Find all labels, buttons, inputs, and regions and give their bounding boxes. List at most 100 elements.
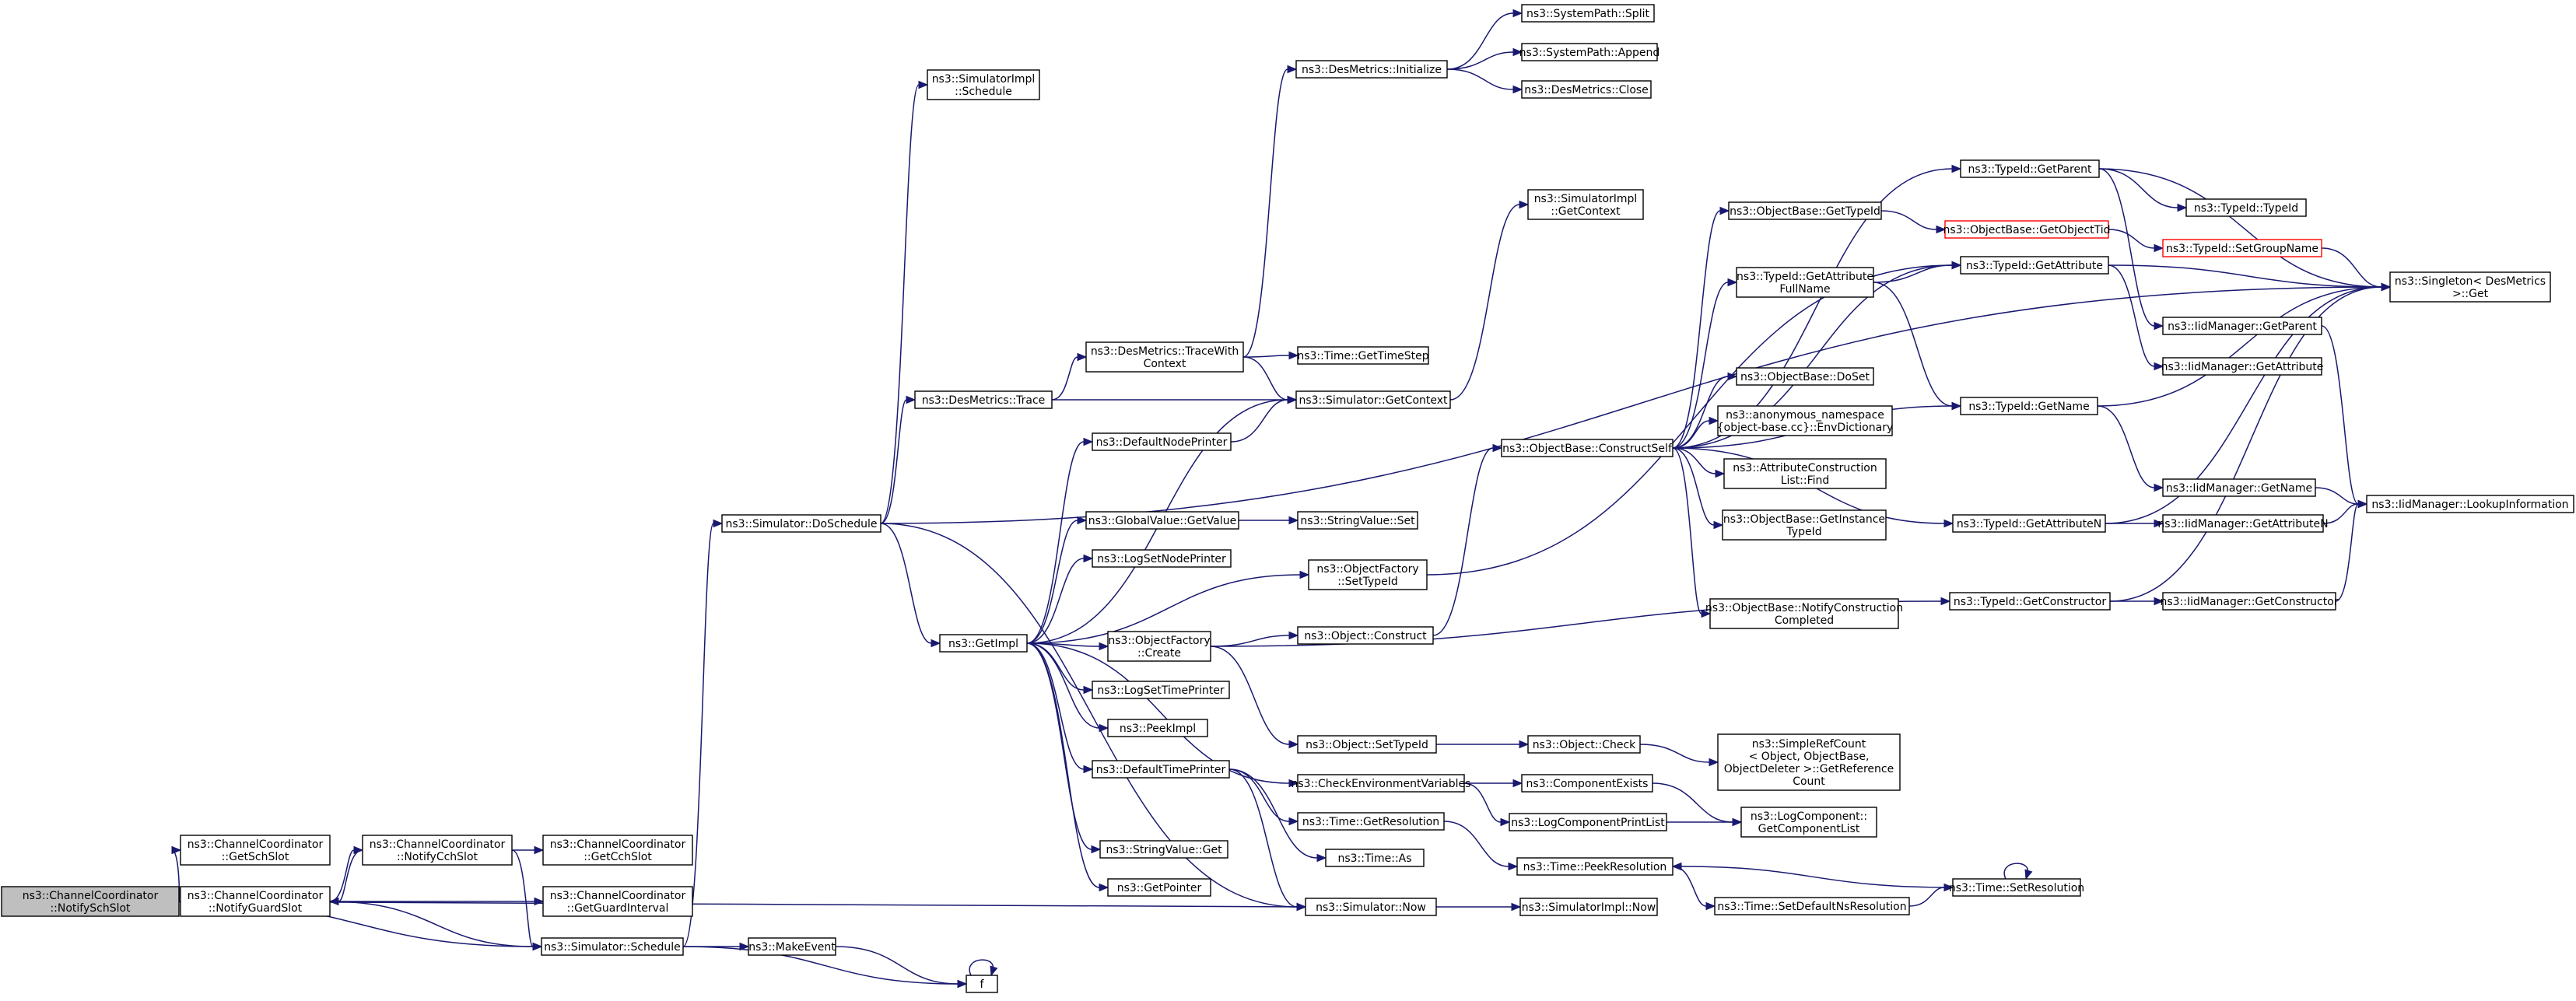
node-defNodePrinter[interactable]: ns3::DefaultNodePrinter <box>1092 432 1232 451</box>
call-edge <box>1228 768 1298 908</box>
node-imGetCtor[interactable]: ns3::IidManager::GetConstructor <box>2160 592 2339 611</box>
node-f[interactable]: f <box>966 975 998 993</box>
node-imGetParent[interactable]: ns3::IidManager::GetParent <box>2162 317 2322 335</box>
node-label: ns3::DesMetrics::Trace <box>922 394 1046 407</box>
node-desClose[interactable]: ns3::DesMetrics::Close <box>1521 80 1652 99</box>
node-desTrace[interactable]: ns3::DesMetrics::Trace <box>914 390 1053 409</box>
node-ofCreate[interactable]: ns3::ObjectFactory::Create <box>1107 631 1211 662</box>
node-gvGetValue[interactable]: ns3::GlobalValue::GetValue <box>1085 511 1239 530</box>
node-setRes[interactable]: ns3::Time::SetResolution <box>1949 878 2084 897</box>
node-getCch[interactable]: ns3::ChannelCoordinator::GetCchSlot <box>542 835 693 866</box>
arrowhead <box>990 965 998 977</box>
node-doSchedule[interactable]: ns3::Simulator::DoSchedule <box>721 514 881 533</box>
node-checkEnv[interactable]: ns3::CheckEnvironmentVariables <box>1292 774 1471 793</box>
node-label: ns3::SimulatorImpl <box>1534 193 1638 205</box>
node-implSchedule[interactable]: ns3::SimulatorImpl::Schedule <box>927 69 1040 100</box>
node-compExists[interactable]: ns3::ComponentExists <box>1521 774 1653 793</box>
node-tidGetCtor[interactable]: ns3::TypeId::GetConstructor <box>1949 592 2111 611</box>
node-label: Count <box>1793 775 1825 788</box>
node-objSetTypeId[interactable]: ns3::Object::SetTypeId <box>1297 735 1437 754</box>
node-logSetNode[interactable]: ns3::LogSetNodePrinter <box>1092 549 1232 568</box>
node-logCompPrint[interactable]: ns3::LogComponentPrintList <box>1509 813 1667 831</box>
node-imLookup[interactable]: ns3::IidManager::LookupInformation <box>2366 495 2574 513</box>
node-label: ns3::ChannelCoordinator <box>550 890 686 902</box>
node-notifyGuard[interactable]: ns3::ChannelCoordinator::NotifyGuardSlot <box>180 886 331 917</box>
node-label: ns3::LogComponent:: <box>1751 810 1867 823</box>
node-peekImpl[interactable]: ns3::PeekImpl <box>1107 719 1208 737</box>
node-label: ns3::TypeId::GetParent <box>1968 163 2092 176</box>
node-timeGetRes[interactable]: ns3::Time::GetResolution <box>1297 812 1445 831</box>
node-tidGetAttr[interactable]: ns3::TypeId::GetAttribute <box>1960 256 2109 275</box>
node-append[interactable]: ns3::SystemPath::Append <box>1519 43 1660 61</box>
call-edge <box>2097 286 2382 407</box>
node-timeStep[interactable]: ns3::Time::GetTimeStep <box>1297 346 1429 365</box>
node-getImpl[interactable]: ns3::GetImpl <box>939 634 1028 653</box>
call-edge <box>880 523 932 644</box>
node-notifySch[interactable]: ns3::ChannelCoordinator::NotifySchSlot <box>1 886 180 917</box>
node-box <box>748 937 836 956</box>
node-implNow[interactable]: ns3::SimulatorImpl::Now <box>1519 898 1658 916</box>
node-timeAs[interactable]: ns3::Time::As <box>1325 849 1425 867</box>
node-schedule[interactable]: ns3::Simulator::Schedule <box>541 937 684 956</box>
call-edge <box>969 959 994 976</box>
node-implGetContext[interactable]: ns3::SimulatorImpl::GetContext <box>1527 189 1644 220</box>
node-imGetAttr[interactable]: ns3::IidManager::GetAttribute <box>2161 357 2324 376</box>
node-makeEvent[interactable]: ns3::MakeEvent <box>748 937 836 956</box>
node-svSet[interactable]: ns3::StringValue::Set <box>1297 511 1418 530</box>
node-obGetTypeId[interactable]: ns3::ObjectBase::GetTypeId <box>1728 201 1882 220</box>
node-split[interactable]: ns3::SystemPath::Split <box>1521 4 1655 23</box>
arrowhead <box>2154 483 2164 492</box>
node-logSetTime[interactable]: ns3::LogSetTimePrinter <box>1092 681 1230 699</box>
node-label: ::Create <box>1137 647 1181 660</box>
call-edge <box>1463 782 1502 823</box>
arrowhead <box>1936 225 1947 234</box>
node-singleton[interactable]: ns3::Singleton< DesMetrics >::Get <box>2389 271 2551 303</box>
node-getPointer[interactable]: ns3::GetPointer <box>1107 878 1211 897</box>
node-imGetName[interactable]: ns3::IidManager::GetName <box>2162 478 2316 497</box>
node-box <box>1085 511 1239 530</box>
arrowhead <box>534 897 545 906</box>
node-getGuard[interactable]: ns3::ChannelCoordinator::GetGuardInterva… <box>542 886 693 917</box>
node-objCheck[interactable]: ns3::Object::Check <box>1527 735 1641 754</box>
node-setDefNs[interactable]: ns3::Time::SetDefaultNsResolution <box>1714 897 1910 915</box>
call-edge <box>1230 399 1288 443</box>
node-label: ::GetSchSlot <box>222 851 289 863</box>
node-notifyCch[interactable]: ns3::ChannelCoordinator::NotifyCchSlot <box>362 835 513 866</box>
node-simpleRef[interactable]: ns3::SimpleRefCount< Object, ObjectBase,… <box>1717 733 1901 791</box>
node-desInit[interactable]: ns3::DesMetrics::Initialize <box>1295 60 1448 79</box>
node-box <box>1722 509 1887 541</box>
call-edge <box>2003 863 2029 880</box>
node-getSch[interactable]: ns3::ChannelCoordinator::GetSchSlot <box>180 835 331 866</box>
node-constructSelf[interactable]: ns3::ObjectBase::ConstructSelf <box>1501 439 1674 457</box>
node-tidTypeId[interactable]: ns3::TypeId::TypeId <box>2185 198 2307 217</box>
node-label: ns3::ChannelCoordinator <box>370 838 506 851</box>
node-obDoSet[interactable]: ns3::ObjectBase::DoSet <box>1736 367 1874 386</box>
node-box <box>721 514 881 533</box>
node-getContext[interactable]: ns3::Simulator::GetContext <box>1295 390 1451 409</box>
node-peekRes[interactable]: ns3::Time::PeekResolution <box>1516 857 1674 876</box>
node-defTimePrinter[interactable]: ns3::DefaultTimePrinter <box>1092 760 1230 779</box>
node-simNow[interactable]: ns3::Simulator::Now <box>1305 898 1437 916</box>
node-label: ns3::IidManager::GetAttributeN <box>2157 518 2328 530</box>
node-objConstruct[interactable]: ns3::Object::Construct <box>1297 626 1434 645</box>
node-envDict[interactable]: ns3::anonymous_namespace{object-base.cc}… <box>1717 405 1893 436</box>
node-logCompGet[interactable]: ns3::LogComponent::GetComponentList <box>1740 807 1877 838</box>
node-tidSetGroup[interactable]: ns3::TypeId::SetGroupName <box>2162 239 2322 257</box>
node-label: ns3::Time::GetResolution <box>1302 816 1439 828</box>
node-ofSetTypeId[interactable]: ns3::ObjectFactory::SetTypeId <box>1308 559 1428 590</box>
arrowhead <box>1940 597 1951 606</box>
node-obGetObjectTid[interactable]: ns3::ObjectBase::GetObjectTid <box>1943 220 2111 239</box>
node-imGetAttrN[interactable]: ns3::IidManager::GetAttributeN <box>2157 514 2329 533</box>
node-obNotify[interactable]: ns3::ObjectBase::NotifyConstructionCompl… <box>1705 598 1903 629</box>
node-label: ns3::DesMetrics::Initialize <box>1302 64 1442 76</box>
node-label: Completed <box>1775 614 1834 627</box>
node-tidGetAttrN[interactable]: ns3::TypeId::GetAttributeN <box>1952 514 2106 533</box>
arrowhead <box>1083 685 1094 695</box>
node-svGet[interactable]: ns3::StringValue::Get <box>1099 840 1228 859</box>
node-tidGetParent[interactable]: ns3::TypeId::GetParent <box>1960 159 2100 178</box>
node-tidGetName[interactable]: ns3::TypeId::GetName <box>1960 397 2098 415</box>
